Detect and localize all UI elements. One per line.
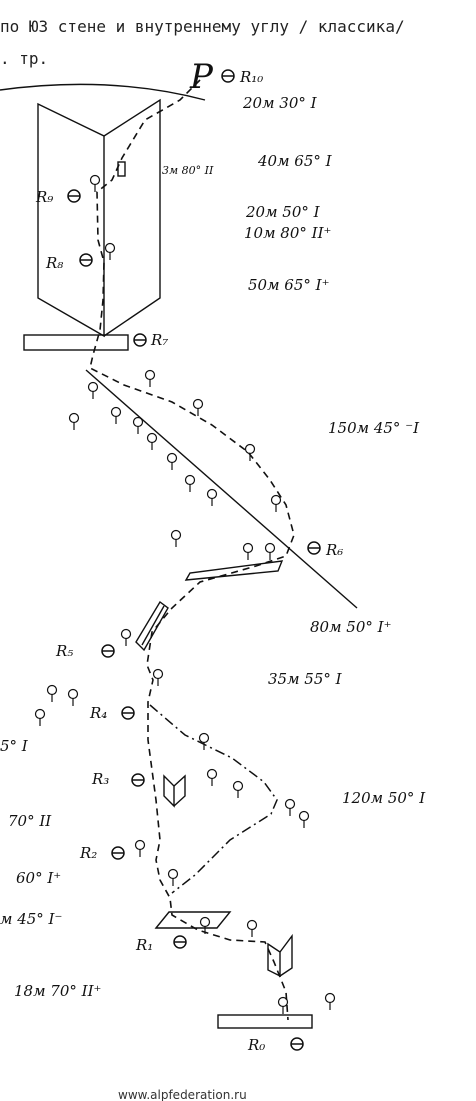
- ridge-line: [0, 83, 206, 101]
- tree-icon: [198, 732, 210, 750]
- belay-symbol-icon: [221, 69, 235, 83]
- tree-icon: [264, 542, 276, 560]
- belay-symbol-icon: [133, 333, 147, 347]
- tree-icon: [110, 406, 122, 424]
- belay-symbols: [67, 69, 321, 1051]
- ledge-middle-icon: [184, 560, 284, 581]
- tree-icon: [87, 381, 99, 399]
- belay-symbol-icon: [131, 773, 145, 787]
- pitch-label: 20м 50° I: [245, 203, 321, 221]
- belay-symbol-icon: [79, 253, 93, 267]
- slab-edge-line: [85, 369, 358, 609]
- pitch-label: 50м 65° I⁺: [248, 276, 330, 294]
- belay-symbol-icon: [173, 935, 187, 949]
- ledge-upper-icon: [23, 334, 129, 351]
- slanted-chimney-icon: [135, 600, 169, 652]
- tree-icon: [242, 542, 254, 560]
- tree-icon: [120, 628, 132, 646]
- tree-icon: [146, 432, 158, 450]
- pitch-label: 120м 50° I: [342, 789, 426, 807]
- route-line: [89, 79, 295, 1021]
- belay-label-r6: R₆: [325, 541, 343, 559]
- tree-icon: [167, 868, 179, 886]
- belay-symbol-icon: [121, 706, 135, 720]
- route-variant-line: [149, 704, 278, 894]
- belay-label-r4: R₄: [89, 704, 107, 722]
- belay-label-r5: R₅: [55, 642, 73, 660]
- tree-icon: [166, 452, 178, 470]
- belay-label-r2: R₂: [79, 844, 97, 862]
- pitch-label: 40м 65° I: [257, 152, 333, 170]
- tree-icon: [152, 668, 164, 686]
- pitch-label: 5° I: [0, 737, 29, 755]
- tree-icon: [232, 780, 244, 798]
- tree-icon: [46, 684, 58, 702]
- tree-icon: [34, 708, 46, 726]
- summit-label: R₁₀: [239, 68, 263, 86]
- belay-label-r3: R₃: [91, 770, 109, 788]
- tree-icon: [270, 494, 282, 512]
- header-line-2: . тр.: [0, 49, 48, 68]
- tree-icon: [184, 474, 196, 492]
- pitch-label: 18м 70° II⁺: [14, 982, 101, 1000]
- belay-label-r0: R₀: [247, 1036, 265, 1054]
- upper-dihedral-icon: [37, 98, 161, 338]
- belay-symbol-icon: [67, 189, 81, 203]
- tree-icons: [34, 174, 336, 1014]
- tree-icon: [170, 529, 182, 547]
- tree-icon: [199, 916, 211, 934]
- pitch-label: 3м 80° II: [162, 164, 214, 177]
- pitch-label: 70° II: [8, 812, 52, 830]
- pitch-label: 60° I⁺: [16, 869, 61, 887]
- tree-icon: [298, 810, 310, 828]
- small-dihedral-icon: [267, 933, 293, 978]
- tree-icon: [324, 992, 336, 1010]
- chimney-icon: [117, 161, 126, 177]
- lower-dihedral-icon: [163, 774, 186, 808]
- tree-icon: [104, 242, 116, 260]
- belay-symbol-icon: [290, 1037, 304, 1051]
- tree-icon: [132, 416, 144, 434]
- summit-flag-icon: Р: [189, 57, 214, 97]
- belay-label-r8: R₈: [45, 254, 63, 272]
- pitch-label: 80м 50° I⁺: [310, 618, 392, 636]
- tree-icon: [89, 174, 101, 192]
- ledge-r1-icon: [154, 911, 232, 929]
- tree-icon: [284, 798, 296, 816]
- pitch-label: 10м 80° II⁺: [244, 224, 331, 242]
- pitch-label: 20м 30° I: [242, 94, 318, 112]
- pitch-label: 35м 55° I: [268, 670, 343, 688]
- belay-label-r1: R₁: [135, 936, 153, 954]
- ledge-bottom-icon: [217, 1014, 313, 1029]
- pitch-label: 150м 45° ⁻I: [328, 419, 420, 437]
- tree-icon: [206, 768, 218, 786]
- footer-url: www.alpfederation.ru: [118, 1088, 247, 1101]
- pitch-label: м 45° I⁻: [0, 910, 62, 928]
- tree-icon: [68, 412, 80, 430]
- tree-icon: [206, 488, 218, 506]
- belay-symbol-icon: [111, 846, 125, 860]
- belay-label-r9: R₉: [35, 188, 53, 206]
- belay-label-r7: R₇: [150, 331, 168, 349]
- tree-icon: [277, 996, 289, 1014]
- tree-icon: [244, 443, 256, 461]
- header-line-1: по ЮЗ стене и внутреннему углу / классик…: [0, 17, 405, 36]
- belay-symbol-icon: [307, 541, 321, 555]
- tree-icon: [192, 398, 204, 416]
- tree-icon: [67, 688, 79, 706]
- tree-icon: [246, 919, 258, 937]
- tree-icon: [134, 839, 146, 857]
- tree-icon: [144, 369, 156, 387]
- belay-symbol-icon: [101, 644, 115, 658]
